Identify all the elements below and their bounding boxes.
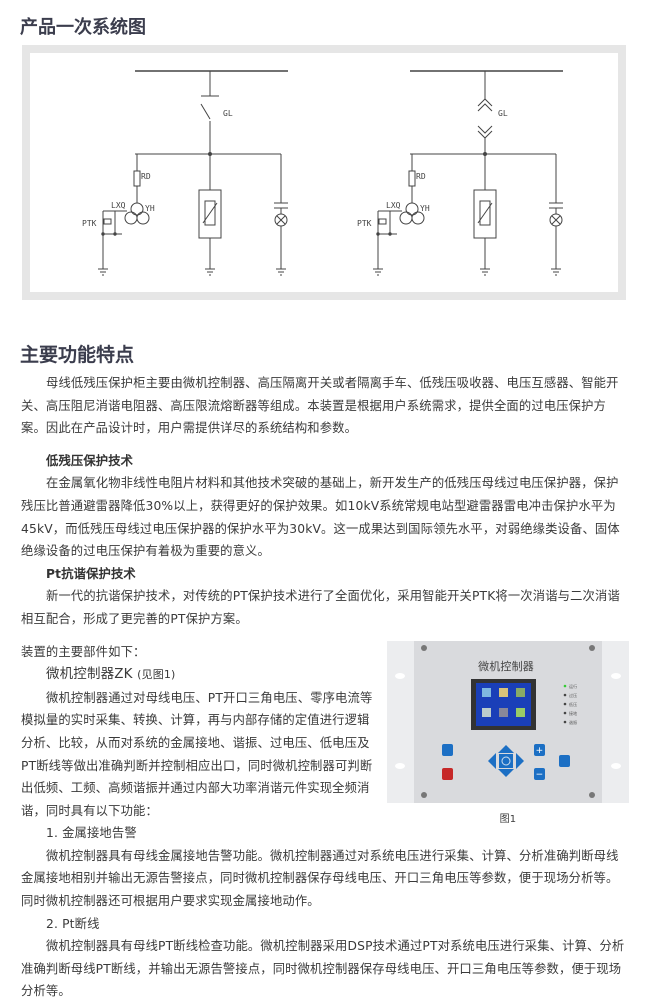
panel-title: 微机控制器 — [478, 659, 534, 673]
function-2-title: 2. Pt断线 — [46, 916, 100, 931]
label-yh: YH — [145, 204, 155, 213]
label-rd: RD — [141, 172, 151, 181]
led-label: 运行 — [569, 683, 577, 689]
subheading-pt-anti-resonance: Pt抗谐保护技术 — [46, 566, 136, 581]
label-yh: YH — [420, 204, 430, 213]
diagram-left: GL RD LXQ YH PTK — [82, 70, 289, 276]
pt-anti-resonance-paragraph: 新一代的抗谐保护技术，对传统的PT保护技术进行了全面优化，采用智能开关PTK将一… — [21, 589, 620, 626]
intro-paragraph: 母线低残压保护柜主要由微机控制器、高压隔离开关或者隔离手车、低残压吸收器、电压互… — [21, 376, 619, 436]
led-label: 低压 — [569, 701, 577, 707]
label-ptk: PTK — [82, 219, 97, 228]
zk-paragraph: 微机控制器通过对母线电压、PT开口三角电压、零序电流等模拟量的实时采集、转换、计… — [21, 690, 373, 818]
led-label: 接地 — [569, 710, 577, 716]
page: 产品一次系统图 — [20, 17, 629, 998]
label-gl: GL — [498, 109, 508, 118]
label-lxq: LXQ — [111, 201, 126, 210]
led-label: 过压 — [569, 692, 577, 698]
system-diagram: GL RD LXQ YH PTK GL RD LXQ YH PTK — [22, 45, 626, 300]
controller-photo: 微机控制器 运行 过压 低压 接地 谐振 — [387, 640, 629, 803]
label-lxq: LXQ — [386, 201, 401, 210]
diagram-right: GL RD LXQ YH PTK — [357, 70, 564, 276]
low-residual-paragraph: 在金属氧化物非线性电阻片材料和其他技术突破的基础上，新开发生产的低残压母线过电压… — [21, 476, 620, 559]
zk-title: 微机控制器ZK — [46, 666, 133, 683]
svg-text:−: − — [536, 770, 544, 780]
svg-text:+: + — [536, 746, 544, 756]
function-1-paragraph: 微机控制器具有母线金属接地告警功能。微机控制器通过对系统电压进行采集、计算、分析… — [21, 848, 619, 909]
figure-caption: 图1 — [499, 813, 517, 825]
led-label: 谐振 — [569, 719, 577, 725]
section-title-features: 主要功能特点 — [20, 344, 135, 366]
function-1-title: 1. 金属接地告警 — [46, 826, 137, 841]
label-gl: GL — [223, 109, 233, 118]
zk-figure-ref: (见图1) — [137, 668, 176, 682]
figure-1: 微机控制器 运行 过压 低压 接地 谐振 — [387, 640, 629, 827]
features-body: 母线低残压保护柜主要由微机控制器、高压隔离开关或者隔离手车、低残压吸收器、电压互… — [21, 372, 629, 1003]
function-2-paragraph: 微机控制器具有母线PT断线检查功能。微机控制器采用DSP技术通过PT对系统电压进… — [21, 939, 625, 999]
subheading-low-residual: 低残压保护技术 — [46, 453, 134, 468]
section-title-system-diagram: 产品一次系统图 — [20, 17, 146, 38]
label-rd: RD — [416, 172, 426, 181]
zk-heading: 微机控制器ZK (见图1) — [21, 663, 629, 687]
parts-intro: 装置的主要部件如下： — [21, 644, 146, 659]
label-ptk: PTK — [357, 219, 372, 228]
